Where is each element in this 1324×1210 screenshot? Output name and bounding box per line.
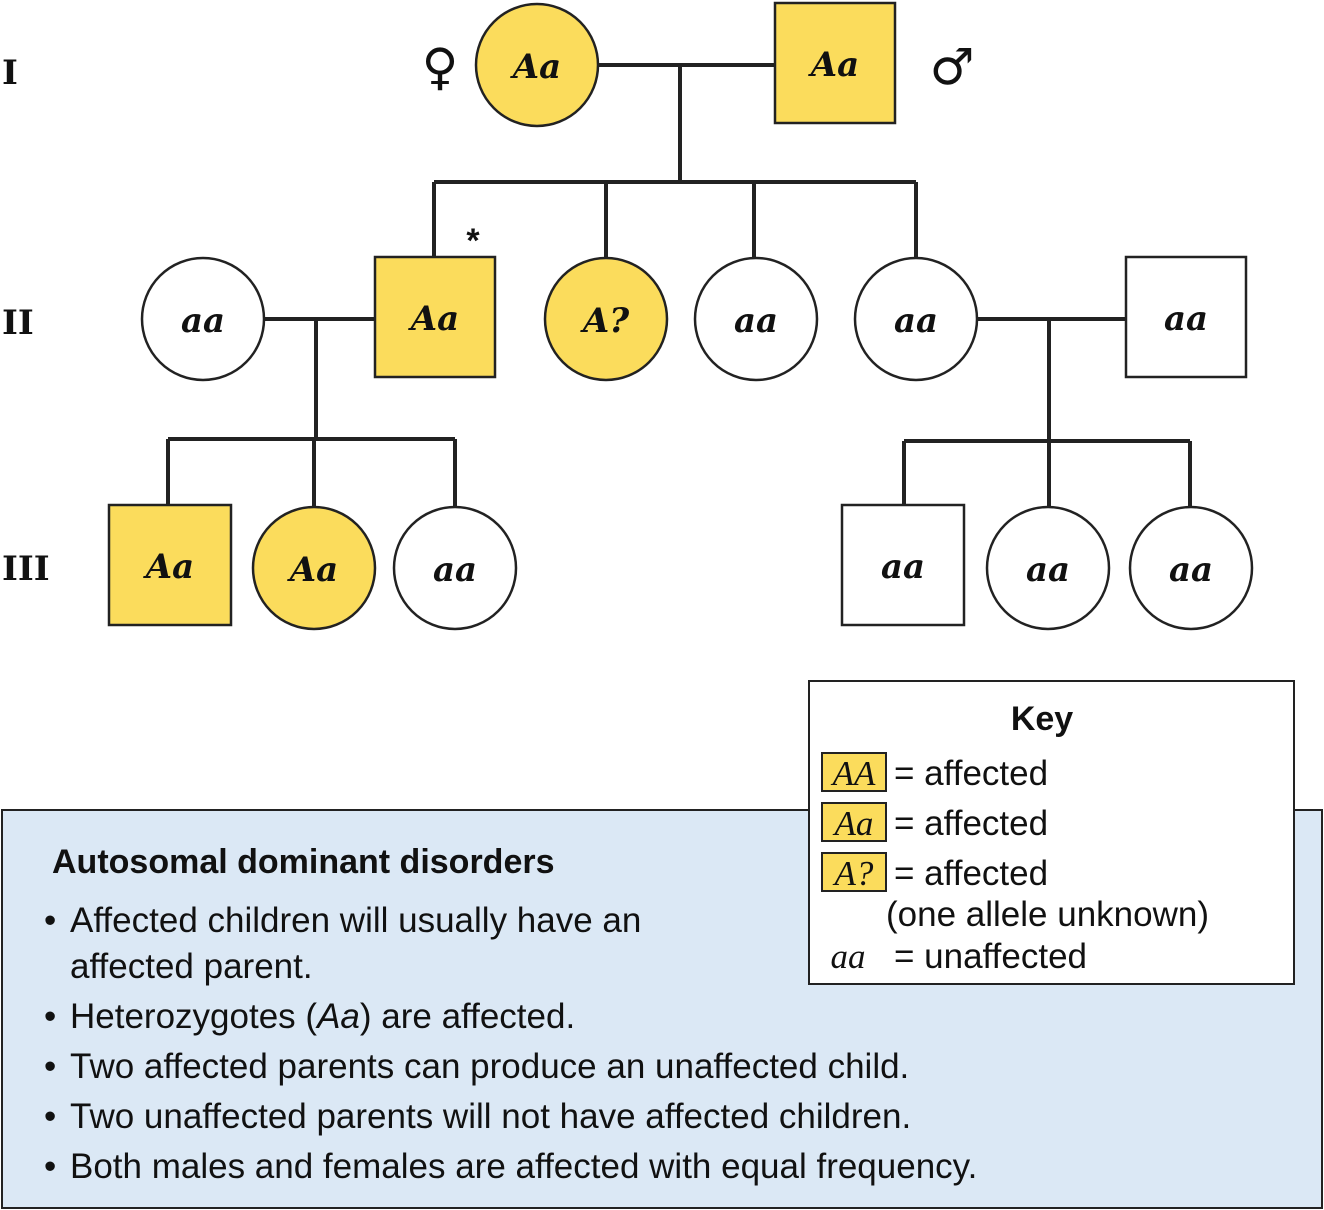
bullet-dot: • (44, 997, 56, 1036)
generation-label-I: I (2, 53, 18, 93)
gen3-right-daughter-1-genotype: aa (1026, 550, 1070, 590)
gen2-son-genotype: Aa (408, 299, 459, 339)
gen1-father-square (773, 1, 897, 125)
gen2-daughter-1-circle (543, 256, 669, 382)
gen2-spouse-right-square (1124, 255, 1248, 379)
gen1-mother-circle (474, 2, 600, 128)
gen3-left-son-genotype: Aa (143, 547, 194, 587)
bullet-2-post: ) are affected. (360, 997, 575, 1036)
male-symbol-icon: ♂ (930, 38, 975, 96)
gen2-spouse-left-circle (140, 256, 266, 382)
key-box (808, 680, 1295, 985)
bullet-1-line-1: Affected children will usually have an (70, 901, 641, 940)
gen3-left-daughter-1-circle (251, 505, 377, 631)
female-symbol-icon: ♀ (422, 38, 459, 96)
key-genotype-A-unknown: A? (833, 854, 874, 893)
bullet-5-text: Both males and females are affected with… (70, 1147, 977, 1186)
key-text-aa: = unaffected (894, 937, 1087, 976)
key-note-A-unknown: (one allele unknown) (886, 895, 1209, 934)
key-text-A-unknown: = affected (894, 854, 1048, 893)
bullet-dot: • (44, 1047, 56, 1086)
key-swatch-A-unknown (821, 852, 887, 892)
gen2-daughter-2-genotype: aa (734, 301, 778, 341)
gen3-right-daughter-2-circle (1128, 505, 1254, 631)
generation-label-II: II (2, 303, 34, 343)
bullet-2-pre: Heterozygotes ( (70, 997, 317, 1036)
bullet-3-text: Two affected parents can produce an unaf… (70, 1047, 909, 1086)
key-genotype-aa: aa (831, 937, 866, 976)
gen3-right-daughter-1-circle (985, 505, 1111, 631)
bullet-4-text: Two unaffected parents will not have aff… (70, 1097, 911, 1136)
gen2-son-square (373, 255, 497, 379)
gen3-left-son-square (107, 503, 233, 627)
bullet-dot: • (44, 901, 56, 940)
gen3-right-son-square (840, 503, 966, 627)
gen2-daughter-3-circle (853, 256, 979, 382)
gen2-daughter-2-circle (693, 256, 819, 382)
gen3-left-daughter-1-genotype: Aa (287, 550, 338, 590)
gen2-spouse-right-genotype: aa (1164, 299, 1208, 339)
key-swatch-Aa (821, 802, 887, 842)
gen2-daughter-3-genotype: aa (894, 301, 938, 341)
gen1-father-genotype: Aa (808, 45, 859, 85)
gen3-right-daughter-2-genotype: aa (1169, 550, 1213, 590)
key-genotype-AA: AA (831, 754, 876, 793)
bullet-2-text: Heterozygotes (Aa) are affected. (70, 997, 575, 1036)
proband-marker: * (466, 222, 480, 260)
key-genotype-Aa: Aa (833, 804, 874, 843)
gen3-left-daughter-2-genotype: aa (433, 550, 477, 590)
bullet-2-italic: Aa (315, 997, 360, 1036)
gen3-left-daughter-2-circle (392, 505, 518, 631)
key-title: Key (1011, 700, 1073, 738)
bullet-dot: • (44, 1147, 56, 1186)
gen3-right-son-genotype: aa (881, 547, 925, 587)
bullet-dot: • (44, 1097, 56, 1136)
bullet-1-line-2: affected parent. (70, 947, 313, 986)
key-swatch-AA (821, 752, 887, 792)
gen2-spouse-left-genotype: aa (181, 301, 225, 341)
gen2-daughter-1-genotype: A? (580, 301, 630, 341)
gen1-mother-genotype: Aa (510, 47, 561, 87)
pedigree-lines (166, 63, 1192, 510)
key-text-AA: = affected (894, 754, 1048, 793)
info-panel-title: Autosomal dominant disorders (52, 843, 555, 881)
generation-label-III: III (2, 549, 50, 589)
key-text-Aa: = affected (894, 804, 1048, 843)
